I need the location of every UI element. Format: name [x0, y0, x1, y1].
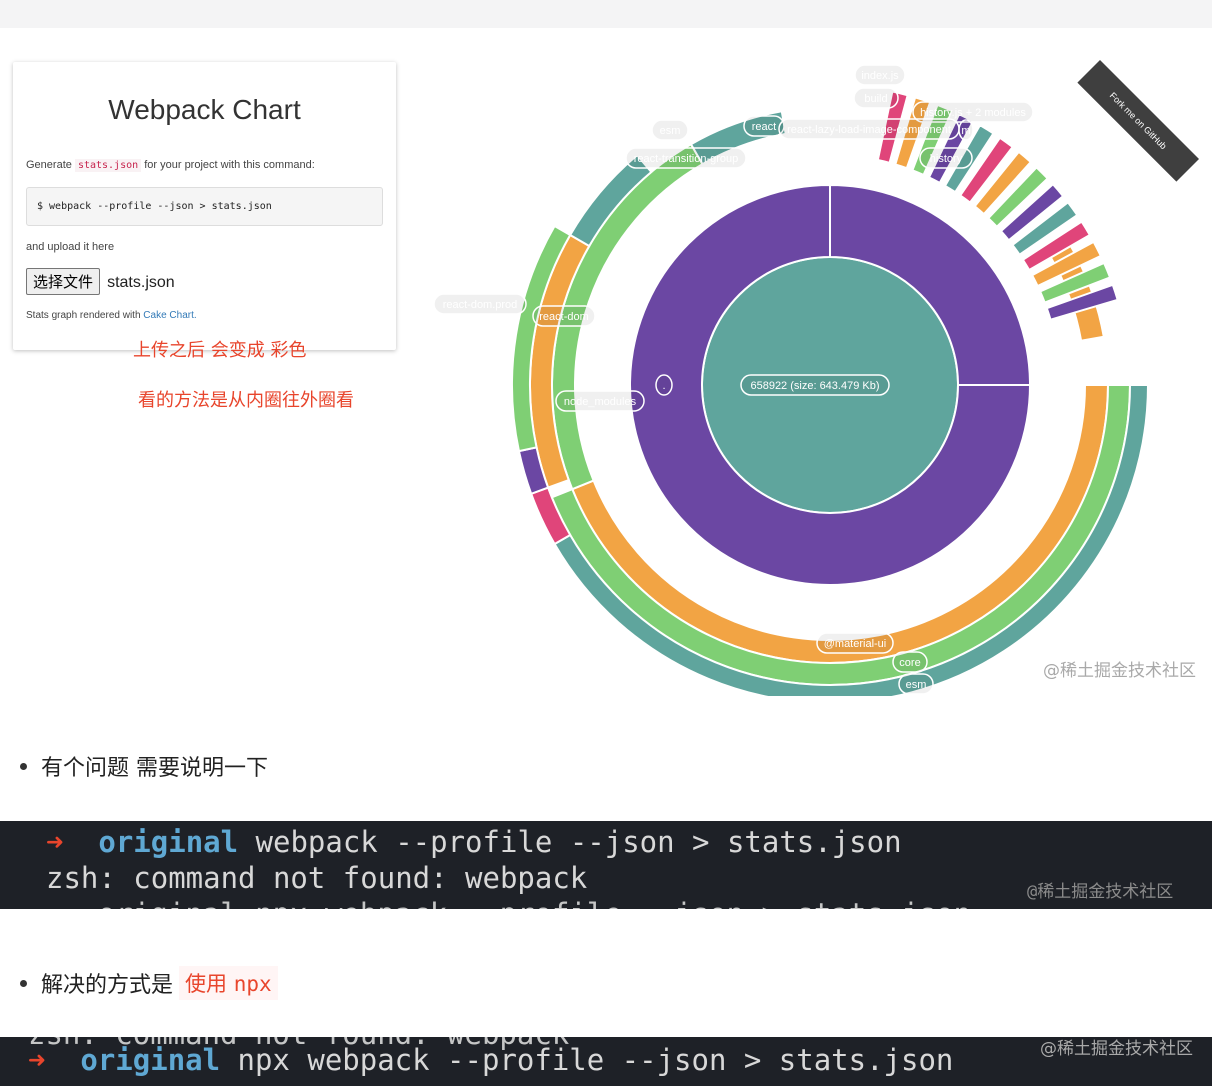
- top-bar: [0, 0, 1212, 28]
- file-input-row: 选择文件 stats.json: [26, 268, 175, 295]
- svg-text:node_modules: node_modules: [564, 396, 637, 408]
- annotation-line-1: 上传之后 会变成 彩色: [133, 340, 307, 361]
- svg-text:react-dom: react-dom: [539, 311, 589, 323]
- svg-text:build: build: [864, 93, 887, 105]
- chart-label: m: [958, 119, 974, 141]
- svg-text:index.js: index.js: [861, 70, 899, 82]
- chart-label: 658922 (size: 643.479 Kb): [740, 374, 890, 396]
- ring1-segment: [829, 183, 1032, 386]
- terminal-line-partial: zsh: command not found: webpack: [28, 1037, 569, 1051]
- generate-text: Generate stats.json for your project wit…: [26, 159, 315, 172]
- chart-label: .: [655, 374, 673, 396]
- terminal-line-1: ➜ original webpack --profile --json > st…: [46, 825, 902, 859]
- terminal-line-1: ➜ original npx webpack --profile --json …: [28, 1043, 954, 1077]
- svg-text:esm: esm: [660, 125, 681, 137]
- svg-text:@material-ui: @material-ui: [824, 638, 887, 650]
- choose-file-button[interactable]: 选择文件: [26, 268, 101, 295]
- chart-label: react: [743, 115, 785, 137]
- terminal-block-2: zsh: command not found: webpack ➜ origin…: [0, 1037, 1212, 1086]
- chart-label: index.js: [854, 64, 906, 86]
- ring4-segment: [568, 153, 653, 248]
- chart-label: esm: [651, 119, 689, 141]
- fragment-segment: [973, 150, 1033, 216]
- terminal-block-1: ➜ original webpack --profile --json > st…: [0, 821, 1212, 909]
- fragment-segment: [1011, 200, 1079, 257]
- chart-label: react-dom.prod: [433, 293, 527, 315]
- cake-chart-link[interactable]: Cake Chart.: [143, 310, 197, 321]
- chart-label: @material-ui: [816, 632, 894, 654]
- chart-label: esm: [898, 673, 934, 695]
- bullet-item-1: 有个问题 需要说明一下: [20, 750, 268, 782]
- chart-label: history: [919, 147, 973, 169]
- fragment-segment: [876, 90, 909, 165]
- rendered-text: Stats graph rendered with Cake Chart.: [26, 310, 197, 321]
- svg-text:658922 (size: 643.479 Kb): 658922 (size: 643.479 Kb): [750, 380, 879, 392]
- upload-text: and upload it here: [26, 241, 115, 253]
- chart-label: build: [853, 87, 899, 109]
- svg-text:react-transition-group: react-transition-group: [634, 153, 739, 165]
- sunburst-chart: 658922 (size: 643.479 Kb) index.js build hi…: [433, 64, 1150, 696]
- chart-label: node_modules: [555, 390, 645, 412]
- terminal-line-partial: original npx webpack --profile --json > …: [98, 897, 971, 909]
- chart-label: react-dom: [532, 305, 596, 327]
- svg-text:react: react: [752, 121, 776, 133]
- chart-label: react-lazy-load-image-component: [778, 118, 960, 140]
- webpack-chart-screenshot: Webpack Chart Generate stats.json for yo…: [0, 28, 1212, 696]
- svg-text:react-lazy-load-image-componen: react-lazy-load-image-component: [787, 124, 951, 136]
- fragment-segment: [1045, 283, 1119, 321]
- svg-text:m: m: [961, 125, 970, 137]
- ring1-segment: [629, 183, 1032, 586]
- svg-text:core: core: [899, 657, 920, 669]
- terminal-line-2: zsh: command not found: webpack: [46, 861, 588, 895]
- ring5-segment: [511, 224, 572, 453]
- fragment-segment: [1038, 261, 1112, 304]
- ring3-segment: [689, 110, 787, 166]
- svg-text:history.js + 2 modules: history.js + 2 modules: [920, 107, 1026, 119]
- fragment-segment: [1030, 240, 1103, 288]
- chart-label: history.js + 2 modules: [912, 101, 1034, 123]
- fragment-segment: [943, 123, 995, 194]
- stats-json-code: stats.json: [74, 159, 142, 172]
- fragment-segment: [958, 136, 1015, 204]
- fragment-segment: [986, 165, 1050, 229]
- bullet-item-2: 解决的方式是 使用 npx: [20, 966, 278, 1000]
- watermark: @稀土掘金技术社区: [1040, 1039, 1193, 1059]
- svg-text:.: .: [662, 380, 665, 392]
- npx-tag: 使用 npx: [179, 966, 278, 1000]
- watermark: @稀土掘金技术社区: [1027, 882, 1174, 902]
- fragment-segment: [1021, 220, 1092, 272]
- command-box: $ webpack --profile --json > stats.json: [26, 187, 383, 226]
- chart-label: react-transition-group: [625, 147, 747, 169]
- svg-text:esm: esm: [906, 679, 927, 691]
- fragment-segment: [999, 182, 1065, 242]
- chart-label: core: [892, 651, 928, 673]
- bullet-dot: [20, 979, 27, 987]
- svg-text:history: history: [930, 153, 963, 165]
- watermark: @稀土掘金技术社区: [1043, 661, 1196, 681]
- fragment-segment: [894, 96, 932, 170]
- bullet-dot: [20, 762, 27, 770]
- chosen-file-name: stats.json: [107, 274, 175, 291]
- annotation-line-2: 看的方法是从内圈往外圈看: [138, 390, 354, 411]
- card-title: Webpack Chart: [108, 94, 301, 125]
- upload-card: Webpack Chart Generate stats.json for yo…: [13, 62, 396, 350]
- svg-text:react-dom.prod: react-dom.prod: [443, 299, 518, 311]
